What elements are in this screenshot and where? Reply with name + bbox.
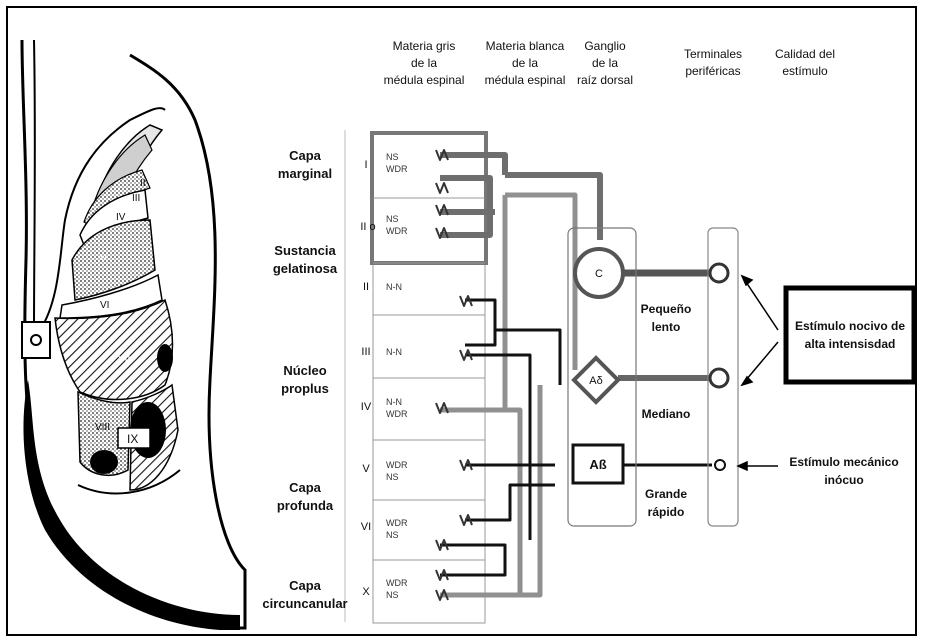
- header-white-matter: Materia blanca: [486, 39, 565, 53]
- cell-type: N-N: [386, 282, 402, 292]
- section-label: VIII: [95, 422, 110, 433]
- central-canal-box: [22, 322, 50, 358]
- fiber-small-label: Pequeño: [641, 302, 692, 316]
- dorsal-median-septum: [34, 40, 35, 330]
- lamina-num: I: [364, 159, 367, 171]
- header-quality: Calidad del: [775, 47, 835, 61]
- cell-type: NS: [386, 152, 399, 162]
- layer-label-profunda: Capa: [289, 480, 322, 495]
- lamina-num: II o: [360, 221, 375, 233]
- ventral-horn-boundary: [78, 470, 180, 493]
- section-label: V: [100, 254, 107, 265]
- cell-type: NS: [386, 214, 399, 224]
- lamina-num: VI: [361, 521, 371, 533]
- section-label: III: [132, 193, 140, 204]
- header-terminals: Terminales: [684, 47, 742, 61]
- stimulus-arrows: [738, 276, 778, 470]
- layer-label-proplus: Núcleo: [283, 363, 326, 378]
- lamina-num: II: [363, 281, 369, 293]
- motor-nucleus: [90, 450, 118, 474]
- header-gray-matter: Materia gris: [393, 39, 456, 53]
- header-ganglion: Ganglio: [584, 39, 626, 53]
- layer-label-gelatinosa: Sustancia: [274, 243, 336, 258]
- mechanical-stimulus-label: Estímulo mecánico: [789, 455, 898, 469]
- layer-label-circuncanular: Capa: [289, 578, 322, 593]
- lamina-num: X: [362, 586, 370, 598]
- section-label: IV: [116, 212, 126, 223]
- c-terminal: [710, 264, 728, 282]
- laminae-column: [345, 130, 486, 623]
- lamina-num: IV: [361, 401, 372, 413]
- cell-type: WDR: [386, 578, 408, 588]
- noxious-stimulus-box: [786, 288, 914, 382]
- section-label: IX: [127, 432, 138, 446]
- lamina-num: III: [361, 346, 370, 358]
- cell-type: WDR: [386, 460, 408, 470]
- section-label: I: [148, 164, 151, 175]
- c-fiber-label: C: [595, 268, 603, 280]
- lamina-num: V: [362, 463, 370, 475]
- adelta-terminal: [710, 369, 728, 387]
- cell-type: N-N: [386, 397, 402, 407]
- layer-label-marginal: Capa: [289, 148, 322, 163]
- fiber-medium-label: Mediano: [642, 407, 691, 421]
- abeta-terminal: [715, 460, 725, 470]
- section-label: VI: [100, 300, 109, 311]
- section-label: II: [140, 178, 146, 189]
- spinal-cord-section: [22, 40, 245, 630]
- motor-nucleus: [157, 344, 173, 372]
- fiber-large-label: Grande: [645, 487, 687, 501]
- section-label: VII: [118, 354, 130, 365]
- noxious-stimulus-label: Estímulo nocivo de: [795, 319, 905, 333]
- abeta-fiber-label: Aß: [589, 457, 606, 472]
- cell-type: WDR: [386, 518, 408, 528]
- cell-type: N-N: [386, 347, 402, 357]
- adelta-fiber-label: Aδ: [589, 375, 602, 387]
